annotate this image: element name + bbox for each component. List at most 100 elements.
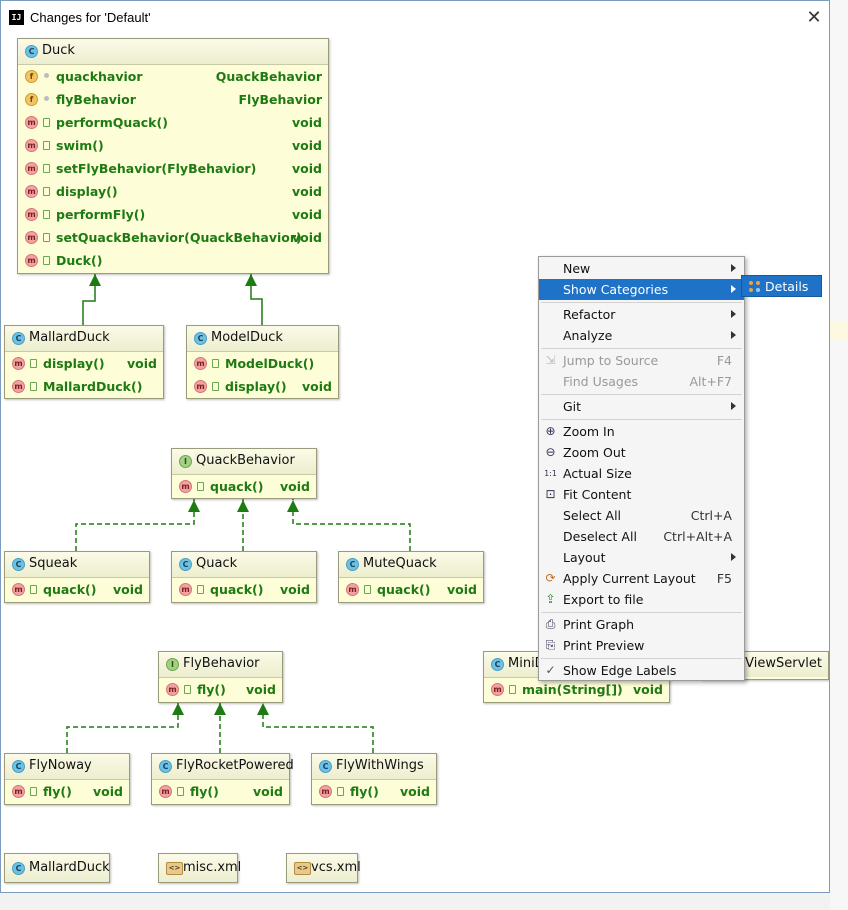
- menu-item-refactor[interactable]: Refactor: [539, 304, 744, 325]
- member-name: setQuackBehavior(QuackBehavior): [56, 230, 302, 245]
- menu-item-export-to-file[interactable]: ⇪Export to file: [539, 589, 744, 610]
- member-type: void: [447, 582, 477, 597]
- menu-item-label: Select All: [563, 508, 622, 523]
- member-name: quack(): [43, 582, 97, 597]
- menu-item-show-categories[interactable]: Show Categories: [539, 279, 744, 300]
- method-icon: m: [25, 231, 38, 244]
- context-menu[interactable]: New Show Categories Refactor Analyze ⇲Ju…: [538, 256, 745, 681]
- member-name: display(): [43, 356, 105, 371]
- menu-item-layout[interactable]: Layout: [539, 547, 744, 568]
- class-name: MallardDuck: [29, 330, 110, 345]
- arrowhead-modelduck-duck: [245, 274, 257, 286]
- member-type: void: [127, 356, 157, 371]
- menu-item-label: Zoom In: [563, 424, 615, 439]
- member-type: void: [280, 479, 310, 494]
- close-button[interactable]: ✕: [806, 7, 822, 28]
- arrowhead-squeak-quackbehavior: [188, 500, 200, 512]
- menu-item-analyze[interactable]: Analyze: [539, 325, 744, 346]
- class-name: Squeak: [29, 556, 78, 571]
- menu-item-zoom-in[interactable]: ⊕Zoom In: [539, 421, 744, 442]
- submenu-arrow-icon: [731, 331, 736, 339]
- class-icon: C: [179, 558, 192, 571]
- class-name: FlyRocketPowered: [176, 758, 294, 773]
- menu-item-show-edge-labels[interactable]: ✓Show Edge Labels: [539, 660, 744, 681]
- field-icon: f: [25, 93, 38, 106]
- public-visibility-icon: [336, 786, 345, 796]
- class-name: MiniD: [508, 656, 545, 671]
- arrowhead-flyrocket-flybehavior: [214, 703, 226, 715]
- public-visibility-icon: [196, 481, 205, 491]
- menu-item-label: New: [563, 261, 591, 276]
- class-name: Quack: [196, 556, 238, 571]
- menu-item-zoom-out[interactable]: ⊖Zoom Out: [539, 442, 744, 463]
- class-icon: C: [346, 558, 359, 571]
- method-icon: m: [194, 380, 207, 393]
- submenu-details[interactable]: Details: [741, 275, 822, 297]
- file-chip-misc-xml[interactable]: <>misc.xml: [158, 853, 241, 883]
- menu-item-new[interactable]: New: [539, 258, 744, 279]
- file-chip-vcs-xml[interactable]: <>vcs.xml: [286, 853, 361, 883]
- menu-item-label: Zoom Out: [563, 445, 626, 460]
- menu-item-label: Refactor: [563, 307, 616, 322]
- menu-item-label: Show Edge Labels: [563, 663, 677, 678]
- method-icon: m: [319, 785, 332, 798]
- background-window-strip: [830, 0, 848, 910]
- member-name: ModelDuck(): [225, 356, 315, 371]
- menu-item-print-graph[interactable]: ⎙Print Graph: [539, 614, 744, 635]
- submenu-arrow-icon: [731, 553, 736, 561]
- menu-item-print-preview[interactable]: ⎘Print Preview: [539, 635, 744, 656]
- arrowhead-flywings-flybehavior: [257, 703, 269, 715]
- member-type: void: [253, 784, 283, 799]
- menu-item-fit-content[interactable]: ⊡Fit Content: [539, 484, 744, 505]
- member-name: performFly(): [56, 207, 146, 222]
- public-visibility-icon: [42, 163, 51, 173]
- title-bar[interactable]: IJ Changes for 'Default' ✕: [1, 1, 829, 34]
- menu-item-git[interactable]: Git: [539, 396, 744, 417]
- private-visibility-icon: [42, 94, 51, 104]
- member-name: quack(): [377, 582, 431, 597]
